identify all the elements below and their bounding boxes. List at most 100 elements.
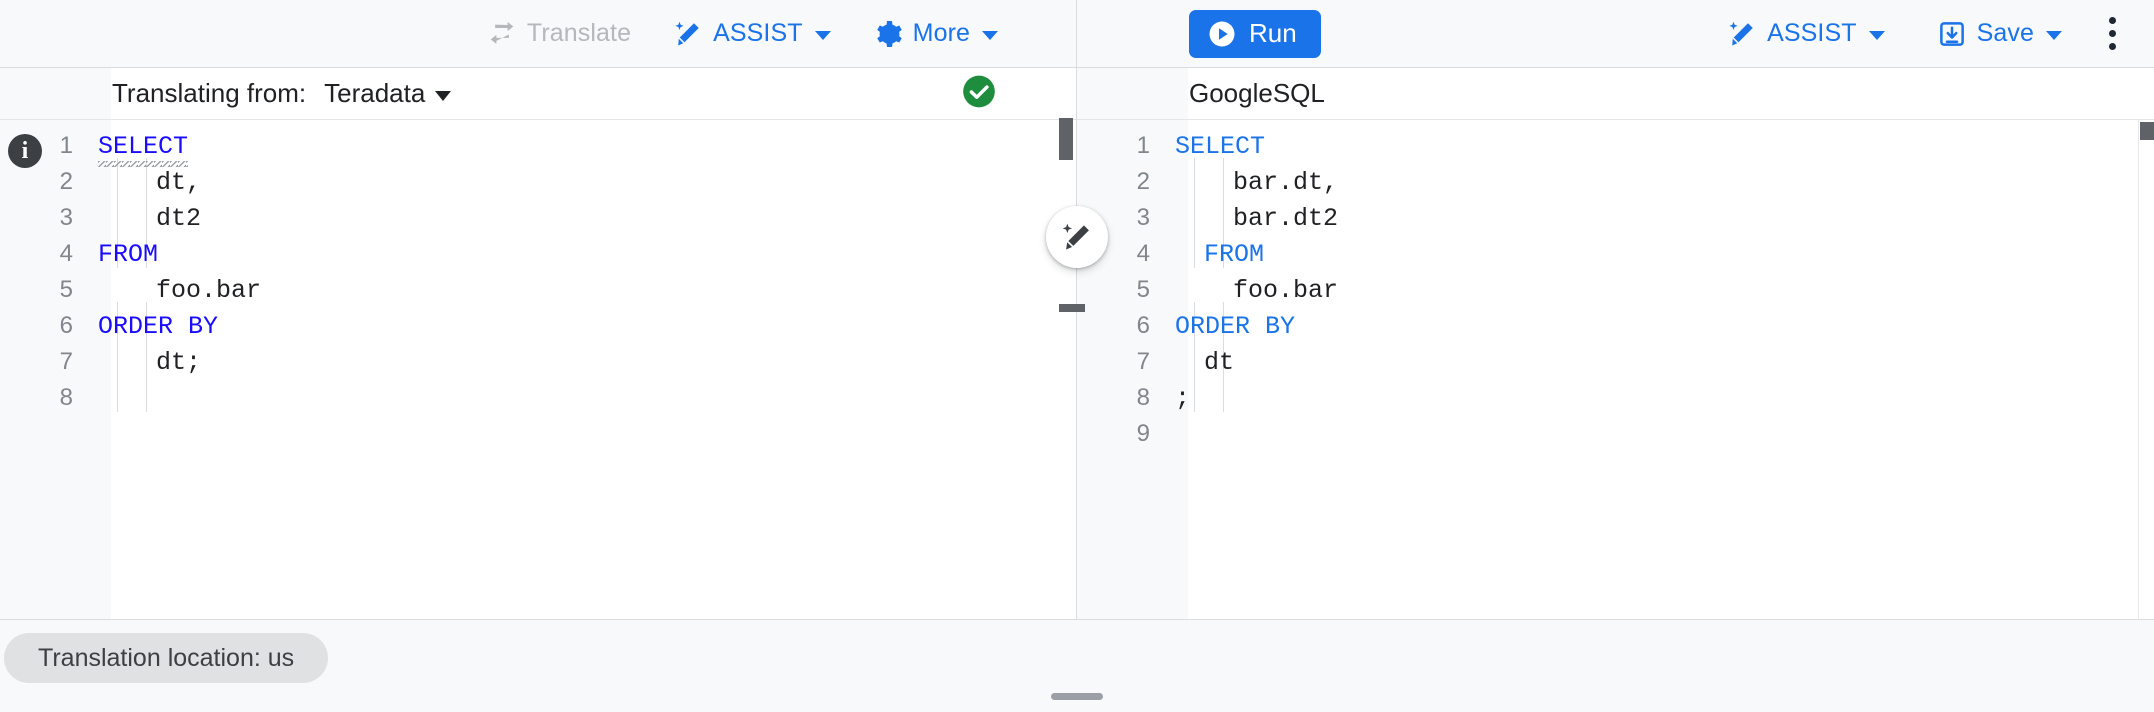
indent-guide <box>1194 158 1195 268</box>
code-text: bar.dt, <box>1233 167 1339 197</box>
chevron-down-icon <box>1868 30 1885 40</box>
code-text: ORDER BY <box>1175 311 1296 341</box>
info-icon[interactable]: i <box>8 134 42 168</box>
code-line[interactable]: 7 dt; <box>0 344 1076 380</box>
status-badge <box>960 72 998 115</box>
code-text: dt <box>1204 347 1235 377</box>
run-button[interactable]: Run <box>1189 9 1321 58</box>
line-number: 8 <box>59 384 73 411</box>
target-header-gutter <box>1077 68 1188 119</box>
code-line[interactable]: 7 dt <box>1077 344 2154 380</box>
run-button-label: Run <box>1249 18 1297 48</box>
indent-guide <box>146 302 147 412</box>
more-button[interactable]: More <box>873 19 998 49</box>
code-text: ORDER BY <box>98 311 219 341</box>
code-text: foo.bar <box>1233 275 1339 305</box>
line-number: 1 <box>59 132 73 159</box>
code-line[interactable]: 8; <box>1077 380 2154 416</box>
play-icon <box>1207 19 1237 49</box>
code-line[interactable]: 4 FROM <box>0 236 1076 272</box>
target-scrollbar-thumb[interactable] <box>2140 122 2154 140</box>
target-gutter <box>1077 120 1188 619</box>
code-line[interactable]: 1 SELECT <box>0 128 1076 164</box>
toolbar-left-group: Translate ASSIST <box>0 0 1077 67</box>
code-text: foo.bar <box>156 275 262 305</box>
assist-button-right-label: ASSIST <box>1767 19 1857 47</box>
indent-guide <box>117 302 118 412</box>
resize-handle[interactable] <box>1051 693 1103 700</box>
save-button[interactable]: Save <box>1937 19 2062 49</box>
code-line[interactable]: 3 dt2 <box>0 200 1076 236</box>
line-number: 2 <box>59 168 73 195</box>
editor-panes: Translating from: Teradata i <box>0 68 2154 620</box>
ai-edit-fab-button[interactable] <box>1046 206 1108 268</box>
green-check-circle-icon <box>963 75 995 107</box>
indent-guide <box>1194 302 1195 412</box>
source-dialect-value: Teradata <box>324 78 426 108</box>
indent-guide <box>1194 374 1195 412</box>
code-text: bar.dt2 <box>1233 203 1339 233</box>
indent-guide <box>1223 302 1224 412</box>
translate-button-label: Translate <box>526 19 632 47</box>
magic-wand-icon <box>1727 19 1757 49</box>
assist-button-left[interactable]: ASSIST <box>673 19 831 49</box>
code-line[interactable]: 6 ORDER BY <box>1077 308 2154 344</box>
translate-button[interactable]: Translate <box>487 19 631 49</box>
code-text: SELECT <box>98 131 189 161</box>
kebab-menu-icon[interactable] <box>2092 10 2132 58</box>
save-disk-icon <box>1937 19 1967 49</box>
source-scroll-marker <box>1059 304 1085 312</box>
source-pane-header: Translating from: Teradata <box>0 68 1076 120</box>
assist-button-right[interactable]: ASSIST <box>1727 19 1885 49</box>
footer-status-bar: Translation location: us <box>0 620 2154 712</box>
source-dialect-select[interactable]: Teradata <box>324 78 452 109</box>
code-text: FROM <box>98 239 159 269</box>
source-gutter <box>0 120 111 619</box>
source-scrollbar-thumb[interactable] <box>1059 118 1073 160</box>
code-line[interactable]: 6 ORDER BY <box>0 308 1076 344</box>
toolbar: Translate ASSIST <box>0 0 2154 68</box>
line-number: 4 <box>1136 240 1150 267</box>
line-number: 4 <box>59 240 73 267</box>
code-line[interactable]: 5 foo.bar <box>1077 272 2154 308</box>
line-number: 5 <box>1136 276 1150 303</box>
magic-wand-edit-icon <box>1062 223 1089 250</box>
code-line[interactable]: 9 <box>1077 416 2154 452</box>
line-number: 1 <box>1136 132 1150 159</box>
chevron-down-icon <box>982 30 998 40</box>
line-number: 6 <box>1136 312 1150 339</box>
line-number: 7 <box>59 348 73 375</box>
code-line[interactable]: 2 bar.dt, <box>1077 164 2154 200</box>
source-pane: Translating from: Teradata i <box>0 68 1085 620</box>
line-number: 2 <box>1136 168 1150 195</box>
line-number: 7 <box>1136 348 1150 375</box>
target-scrollbar[interactable] <box>2138 120 2154 619</box>
source-scrollbar[interactable] <box>1059 68 1085 620</box>
save-button-label: Save <box>1976 19 2034 47</box>
translate-swap-icon <box>487 19 517 49</box>
gear-icon <box>873 19 903 49</box>
line-number: 9 <box>1136 420 1150 447</box>
chevron-down-icon <box>2046 30 2062 40</box>
code-text: dt; <box>156 347 202 377</box>
line-number: 3 <box>59 204 73 231</box>
target-dialect-label: GoogleSQL <box>1189 78 1325 108</box>
more-button-label: More <box>912 19 970 47</box>
translation-location-chip: Translation location: us <box>4 633 329 683</box>
code-line[interactable]: 8 <box>0 380 1076 416</box>
code-text: dt2 <box>156 203 202 233</box>
source-header-gutter <box>0 68 111 119</box>
line-number: 6 <box>59 312 73 339</box>
chevron-down-icon <box>814 30 831 40</box>
